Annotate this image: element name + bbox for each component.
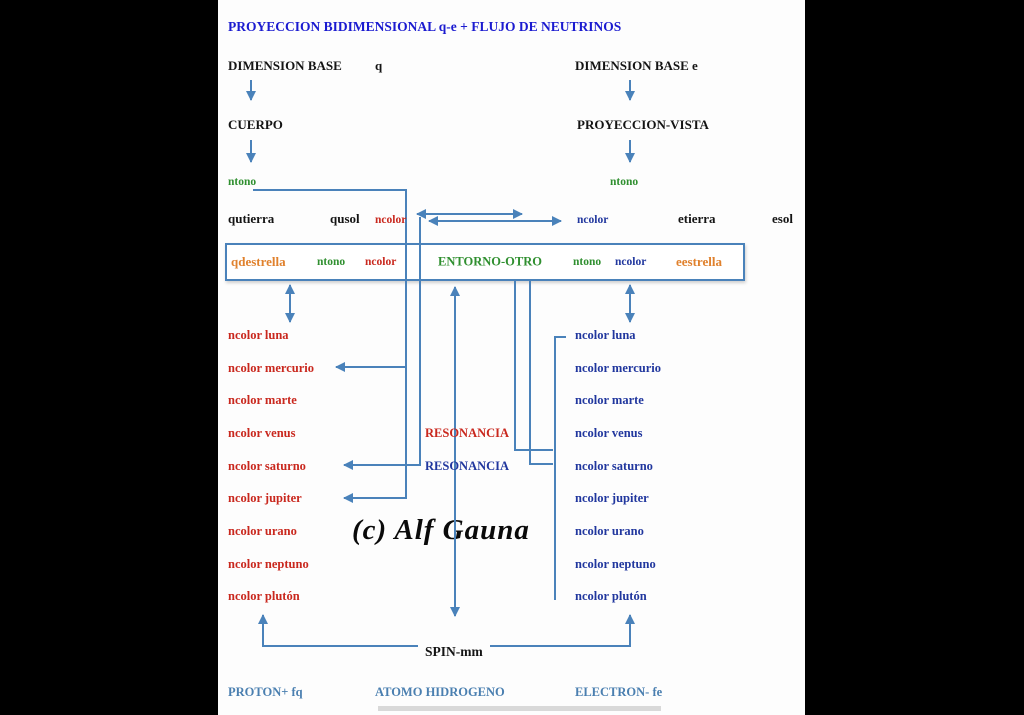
bottom-divider xyxy=(378,706,661,711)
entorno-box: qdestrella ntono ncolor ENTORNO-OTRO nto… xyxy=(225,243,745,281)
entorno-otro-label: ENTORNO-OTRO xyxy=(438,254,542,269)
e-planet-venus: ncolor venus xyxy=(575,425,643,440)
qutierra-label: qutierra xyxy=(228,211,275,226)
box-ncolor-q-label: ncolor xyxy=(365,256,397,268)
etierra-label: etierra xyxy=(678,211,716,226)
box-ntono-e-label: ntono xyxy=(573,256,602,268)
qdestrella-label: qdestrella xyxy=(231,254,286,269)
atomo-hidrogeno-label: ATOMO HIDROGENO xyxy=(375,685,505,699)
page-title: PROYECCION BIDIMENSIONAL q-e + FLUJO DE … xyxy=(228,19,622,34)
q-planet-luna: ncolor luna xyxy=(228,327,289,342)
electron-label: ELECTRON- fe xyxy=(575,685,663,699)
ntono-q-label: ntono xyxy=(228,176,257,188)
cuerpo-label: CUERPO xyxy=(228,117,283,132)
qusol-label: qusol xyxy=(330,211,360,226)
dimension-base-e-label: DIMENSION BASE e xyxy=(575,58,698,73)
box-ncolor-e-label: ncolor xyxy=(615,256,647,268)
e-planet-urano: ncolor urano xyxy=(575,523,644,538)
e-planet-mercurio: ncolor mercurio xyxy=(575,360,661,375)
watermark: (c) Alf Gauna xyxy=(352,514,530,546)
q-planet-jupiter: ncolor jupiter xyxy=(228,491,302,506)
e-planet-jupiter: ncolor jupiter xyxy=(575,491,649,506)
e-planet-neptuno: ncolor neptuno xyxy=(575,556,656,571)
q-planet-mercurio: ncolor mercurio xyxy=(228,360,314,375)
dimension-base-q-symbol: q xyxy=(375,58,383,73)
proton-label: PROTON+ fq xyxy=(228,685,303,699)
esol-label: esol xyxy=(772,211,793,226)
proyeccion-vista-label: PROYECCION-VISTA xyxy=(577,117,709,132)
q-planet-pluton: ncolor plutón xyxy=(228,589,300,604)
box-ntono-q-label: ntono xyxy=(317,256,346,268)
e-planet-column: ncolor luna ncolor mercurio ncolor marte… xyxy=(575,319,661,613)
q-planet-column: ncolor luna ncolor mercurio ncolor marte… xyxy=(228,319,314,613)
e-planet-saturno: ncolor saturno xyxy=(575,458,653,473)
ncolor-q-label: ncolor xyxy=(375,214,407,226)
ntono-e-label: ntono xyxy=(610,176,639,188)
resonancia-blue-label: RESONANCIA xyxy=(425,459,510,473)
eestrella-label: eestrella xyxy=(676,254,722,269)
dimension-base-q-label: DIMENSION BASE xyxy=(228,58,342,73)
ncolor-e-label: ncolor xyxy=(577,214,609,226)
e-planet-luna: ncolor luna xyxy=(575,327,636,342)
q-planet-saturno: ncolor saturno xyxy=(228,458,306,473)
spin-label: SPIN-mm xyxy=(418,644,490,660)
q-planet-venus: ncolor venus xyxy=(228,425,296,440)
q-planet-neptuno: ncolor neptuno xyxy=(228,556,309,571)
q-planet-urano: ncolor urano xyxy=(228,523,297,538)
q-planet-marte: ncolor marte xyxy=(228,393,297,408)
e-planet-marte: ncolor marte xyxy=(575,393,644,408)
resonancia-red-label: RESONANCIA xyxy=(425,426,510,440)
e-planet-pluton: ncolor plutón xyxy=(575,589,647,604)
